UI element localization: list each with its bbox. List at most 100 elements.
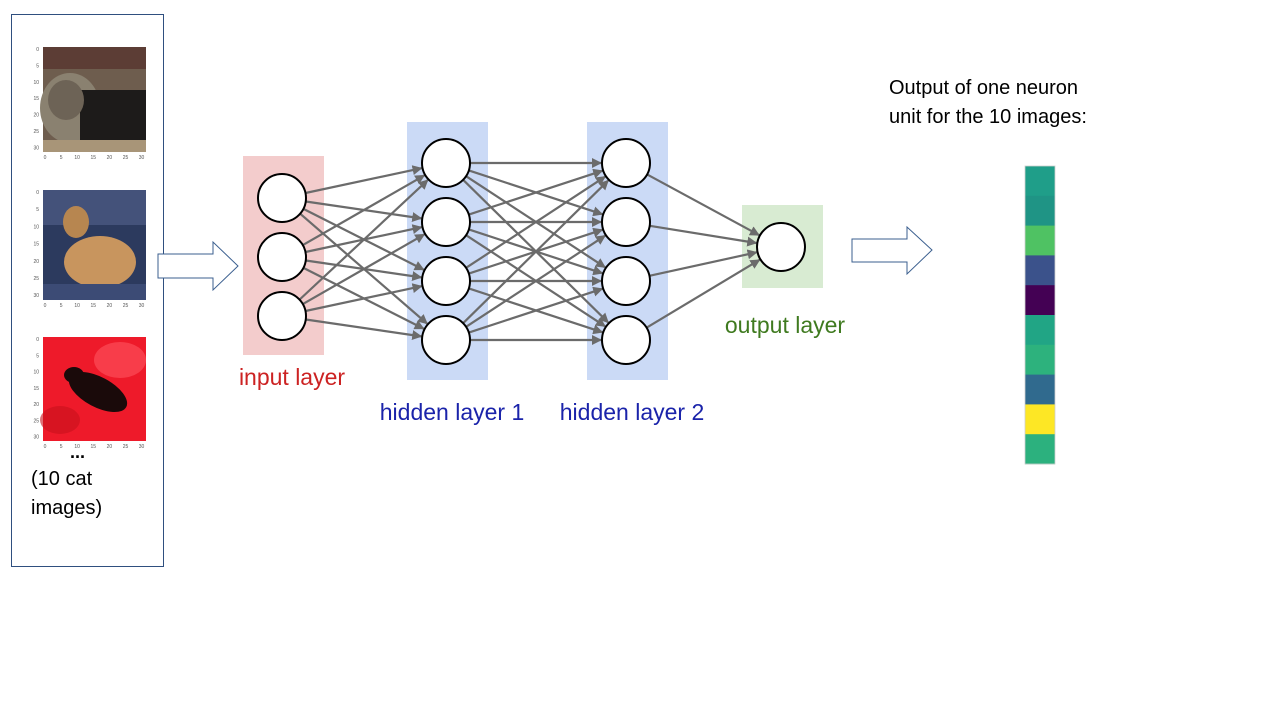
img3-xtick-15: 15	[91, 444, 97, 450]
output-arrow-icon	[851, 225, 933, 276]
img1-xtick-20: 20	[107, 155, 113, 161]
connection-l1-3-4	[305, 318, 423, 341]
output-node-1	[756, 222, 806, 272]
output-title-line1: Output of one neuron	[889, 77, 1078, 99]
img1-ytick-30: 30	[33, 145, 39, 151]
hidden2-node-4	[601, 315, 651, 365]
img1-ytick-25: 25	[33, 129, 39, 135]
network-connections	[298, 158, 761, 345]
img3-ytick-10: 10	[33, 370, 39, 376]
img2-xtick-25: 25	[123, 303, 129, 309]
hidden2-node-3	[601, 256, 651, 306]
cat-image-3	[40, 337, 146, 441]
input-node-2	[257, 232, 307, 282]
img2-ytick-0: 0	[36, 190, 39, 196]
img2-xtick-5: 5	[60, 303, 63, 309]
neuron-output-strip	[1024, 165, 1056, 465]
connection-l1-3-1	[298, 179, 429, 301]
hidden2-node-1	[601, 138, 651, 188]
img1-xtick-10: 10	[74, 155, 80, 161]
input-layer-label: input layer	[239, 364, 345, 390]
output-cell-9	[1025, 404, 1055, 435]
img3-xtick-25: 25	[123, 444, 129, 450]
output-cell-7	[1025, 344, 1055, 375]
output-cell-10	[1025, 434, 1055, 465]
connection-l1-3-2	[302, 233, 426, 306]
img2-xtick-15: 15	[91, 303, 97, 309]
hidden-layer-1-label: hidden layer 1	[380, 399, 525, 425]
img2-ytick-25: 25	[33, 276, 39, 282]
images-ellipsis: ...	[70, 442, 85, 462]
img2-xtick-20: 20	[107, 303, 113, 309]
hidden2-node-2	[601, 197, 651, 247]
images-caption-line1: (10 cat	[31, 468, 93, 490]
output-layer-label: output layer	[725, 312, 846, 338]
hidden1-node-3	[421, 256, 471, 306]
img3-ytick-25: 25	[33, 418, 39, 424]
img1-ytick-0: 0	[36, 47, 39, 53]
cat-image-1	[40, 47, 146, 152]
img1-ytick-15: 15	[33, 96, 39, 102]
img1-ytick-5: 5	[36, 63, 39, 69]
output-cell-5	[1025, 285, 1055, 316]
img1-xtick-30: 30	[139, 155, 145, 161]
connection-l3-3-1	[649, 249, 758, 277]
output-cell-3	[1025, 225, 1055, 256]
output-title-line2: unit for the 10 images:	[889, 106, 1087, 128]
img1-xtick-0: 0	[44, 155, 47, 161]
input-node-1	[257, 173, 307, 223]
connection-l2-4-1	[462, 179, 609, 324]
connection-l1-2-1	[302, 174, 426, 247]
connection-l2-4-3	[468, 286, 604, 334]
connection-l3-4-1	[646, 258, 761, 329]
img3-xtick-20: 20	[107, 444, 113, 450]
hidden-layer-2-label: hidden layer 2	[560, 399, 705, 425]
img3-ytick-30: 30	[33, 435, 39, 441]
image-axis-ticks: 0 5 10 15 20 25 30 0 5 10 15 20 25 30 0 5 10 15 20 25 30 0 5 10…	[33, 47, 144, 450]
img3-xtick-0: 0	[44, 444, 47, 450]
img3-ytick-15: 15	[33, 386, 39, 392]
connection-l2-3-1	[465, 175, 606, 269]
img3-xtick-5: 5	[60, 444, 63, 450]
img3-ytick-5: 5	[36, 353, 39, 359]
img2-ytick-15: 15	[33, 242, 39, 248]
output-cell-1	[1025, 166, 1055, 197]
img1-ytick-20: 20	[33, 113, 39, 119]
output-cell-2	[1025, 195, 1055, 226]
img2-ytick-5: 5	[36, 207, 39, 213]
img3-xtick-30: 30	[139, 444, 145, 450]
img2-ytick-10: 10	[33, 224, 39, 230]
img3-ytick-0: 0	[36, 337, 39, 343]
img2-xtick-30: 30	[139, 303, 145, 309]
img2-xtick-0: 0	[44, 303, 47, 309]
images-caption-line2: images)	[31, 497, 102, 519]
output-cell-6	[1025, 315, 1055, 346]
img2-ytick-20: 20	[33, 259, 39, 265]
img3-xtick-10: 10	[74, 444, 80, 450]
input-node-3	[257, 291, 307, 341]
connection-l3-2-1	[649, 224, 758, 247]
hidden1-node-1	[421, 138, 471, 188]
img2-xtick-10: 10	[74, 303, 80, 309]
input-arrow-icon	[157, 240, 239, 292]
img1-ytick-10: 10	[33, 80, 39, 86]
hidden1-node-2	[421, 197, 471, 247]
connection-l2-2-1	[468, 168, 604, 216]
img1-xtick-25: 25	[123, 155, 129, 161]
img3-ytick-20: 20	[33, 402, 39, 408]
cat-image-2	[43, 190, 146, 300]
network-nodes	[257, 138, 806, 365]
connection-l1-1-1	[305, 165, 423, 195]
hidden1-node-4	[421, 315, 471, 365]
output-cell-8	[1025, 374, 1055, 405]
connection-l3-1-1	[646, 173, 760, 237]
output-strip-border	[1024, 165, 1056, 465]
img2-ytick-30: 30	[33, 293, 39, 299]
output-cell-4	[1025, 255, 1055, 286]
img1-xtick-5: 5	[60, 155, 63, 161]
connection-l1-3-3	[305, 283, 423, 313]
img1-xtick-15: 15	[91, 155, 97, 161]
images-panel-frame	[11, 14, 164, 567]
connection-l2-4-2	[465, 234, 606, 328]
